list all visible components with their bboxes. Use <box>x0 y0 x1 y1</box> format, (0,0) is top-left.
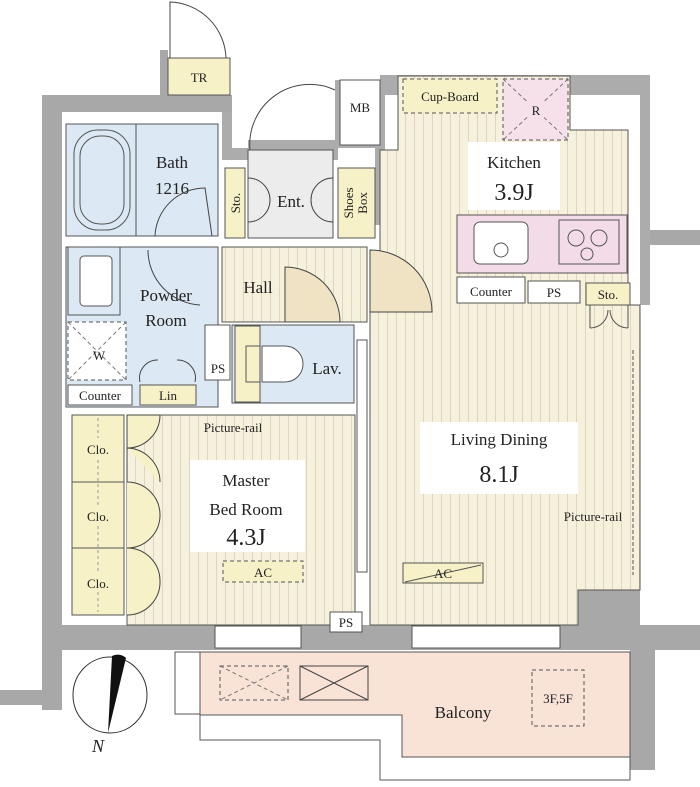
balcony: Balcony 3F,5F <box>174 651 631 781</box>
kitchen-counter <box>456 214 628 274</box>
room-label: Sto. <box>228 193 243 214</box>
room-label: Picture-rail <box>204 420 263 435</box>
hall: Hall <box>221 246 433 323</box>
entrance: Ent. <box>247 149 334 239</box>
room-label: Picture-rail <box>564 509 623 524</box>
room-label: Kitchen <box>487 153 541 172</box>
room-label: Counter <box>79 388 122 403</box>
entrance-storage: Sto. <box>224 167 246 239</box>
room-label: AC <box>434 566 452 581</box>
picture-rail-living: Picture-rail <box>564 350 634 575</box>
room-label: Balcony <box>435 703 492 722</box>
room-label: MB <box>350 100 371 115</box>
powder-room: Powder Room W Counter Lin <box>65 246 219 408</box>
room-label: Cup-Board <box>421 89 479 104</box>
room-label: Sto. <box>598 287 619 302</box>
kitchen-label: Kitchen 3.9J <box>468 142 560 210</box>
room-label: PS <box>339 615 353 630</box>
room-label: PS <box>547 285 561 300</box>
room-label: Hall <box>243 278 273 297</box>
room-label: Bed Room <box>209 500 282 519</box>
room-label: 8.1J <box>479 462 518 488</box>
living-dining-label: Living Dining 8.1J <box>420 422 578 494</box>
closets: Clo. Clo. Clo. <box>71 414 125 616</box>
room-label: Counter <box>470 284 513 299</box>
room-label: Living Dining <box>451 430 548 449</box>
room-label: Lav. <box>312 359 342 378</box>
room-label: R <box>532 103 541 118</box>
shoes-box: Shoes Box <box>337 167 376 239</box>
room-label: Shoes <box>341 187 356 218</box>
room-label: 3.9J <box>494 180 533 206</box>
room-label: Clo. <box>87 442 109 457</box>
room-label: 1216 <box>155 179 189 198</box>
meter-box: MB <box>249 79 381 151</box>
ac-living: AC <box>402 562 484 584</box>
cupboard: Cup-Board <box>402 78 498 114</box>
lavatory: PS Lav. <box>204 324 355 404</box>
room-label: 3F,5F <box>543 691 573 706</box>
room-label: Bath <box>156 153 189 172</box>
room-label: Lin <box>159 388 178 403</box>
room-label: 4.3J <box>226 525 265 551</box>
room-label: Room <box>145 311 187 330</box>
room-label: Clo. <box>87 576 109 591</box>
room-label: Master <box>222 471 270 490</box>
north-arrow-icon: N <box>72 654 148 756</box>
room-label: PS <box>211 361 225 376</box>
master-bedroom: Picture-rail Master Bed Room 4.3J AC PS <box>126 339 368 633</box>
bath: Bath 1216 <box>65 123 219 237</box>
trunk-room: TR <box>167 1 231 96</box>
room-label: Clo. <box>87 509 109 524</box>
kitchen-counter-labels: Counter PS Sto. <box>456 276 631 329</box>
refrigerator-space: R <box>502 78 569 141</box>
room-label: TR <box>191 70 208 85</box>
room-label: AC <box>254 565 272 580</box>
windows <box>214 625 561 649</box>
room-label: Ent. <box>277 192 305 211</box>
room-label: W <box>93 348 106 363</box>
north-label: N <box>91 736 105 756</box>
room-label: Box <box>355 192 370 214</box>
